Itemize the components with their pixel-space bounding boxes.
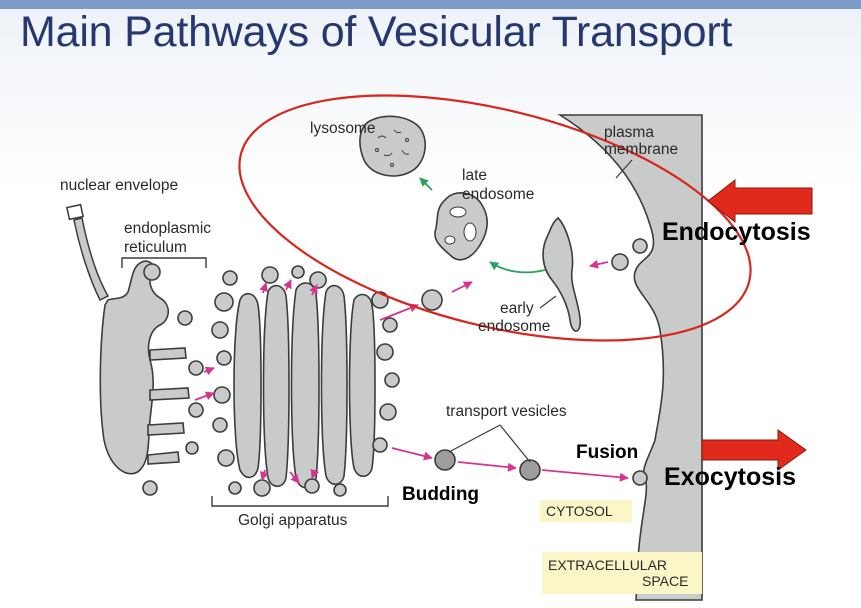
label-plasma: plasma	[604, 124, 654, 141]
lysosome	[359, 115, 426, 177]
label-early: early	[500, 300, 534, 317]
golgi-bracket	[211, 496, 389, 507]
label-space: SPACE	[642, 573, 688, 589]
label-reticulum: reticulum	[124, 239, 187, 256]
annotation-fusion: Fusion	[576, 442, 638, 463]
label-endoplasmic: endoplasmic	[124, 220, 211, 237]
label-cytosol: CYTOSOL	[546, 503, 613, 519]
fusion-vesicle	[632, 470, 648, 486]
extracellular-label-box	[542, 552, 702, 594]
cytosol-label-box	[540, 500, 632, 522]
label-late: late	[462, 167, 487, 184]
transport-vesicle-2	[519, 459, 541, 481]
endoplasmic-reticulum	[99, 260, 204, 496]
label-transport-vesicles: transport vesicles	[446, 403, 567, 420]
leader-lines	[448, 159, 633, 463]
plasma-membrane	[557, 114, 703, 601]
slide-top-bar	[0, 0, 861, 9]
early-endosome	[542, 216, 582, 332]
label-nuclear-envelope: nuclear envelope	[60, 177, 178, 194]
annotation-budding: Budding	[402, 484, 479, 505]
endocytosis-arrow	[707, 178, 813, 224]
endocytic-arrows	[419, 177, 546, 274]
label-lysosome: lysosome	[310, 120, 375, 137]
vesicle-endocytic	[611, 253, 629, 271]
label-golgi-apparatus: Golgi apparatus	[238, 512, 348, 529]
transport-vesicle-1	[434, 449, 456, 471]
annotation-endocytosis: Endocytosis	[662, 218, 811, 246]
label-extracellular: EXTRACELLULAR	[548, 557, 667, 573]
annotation-exocytosis: Exocytosis	[664, 463, 796, 491]
endocytic-pit	[632, 238, 648, 254]
label-early-endosome: endosome	[478, 318, 550, 335]
er-bracket	[121, 257, 207, 268]
vesicle-golgi-to-endosome	[421, 289, 443, 311]
label-late-endosome: endosome	[462, 186, 534, 203]
golgi-apparatus	[211, 265, 400, 497]
secretory-arrows	[194, 259, 629, 484]
nuclear-envelope	[66, 203, 110, 302]
slide-title: Main Pathways of Vesicular Transport	[20, 8, 733, 56]
exocytosis-arrow	[701, 429, 807, 471]
late-endosome-lumen	[444, 206, 477, 245]
label-plasma-membrane: membrane	[604, 141, 678, 158]
endocytosis-highlight-ellipse	[238, 94, 752, 342]
